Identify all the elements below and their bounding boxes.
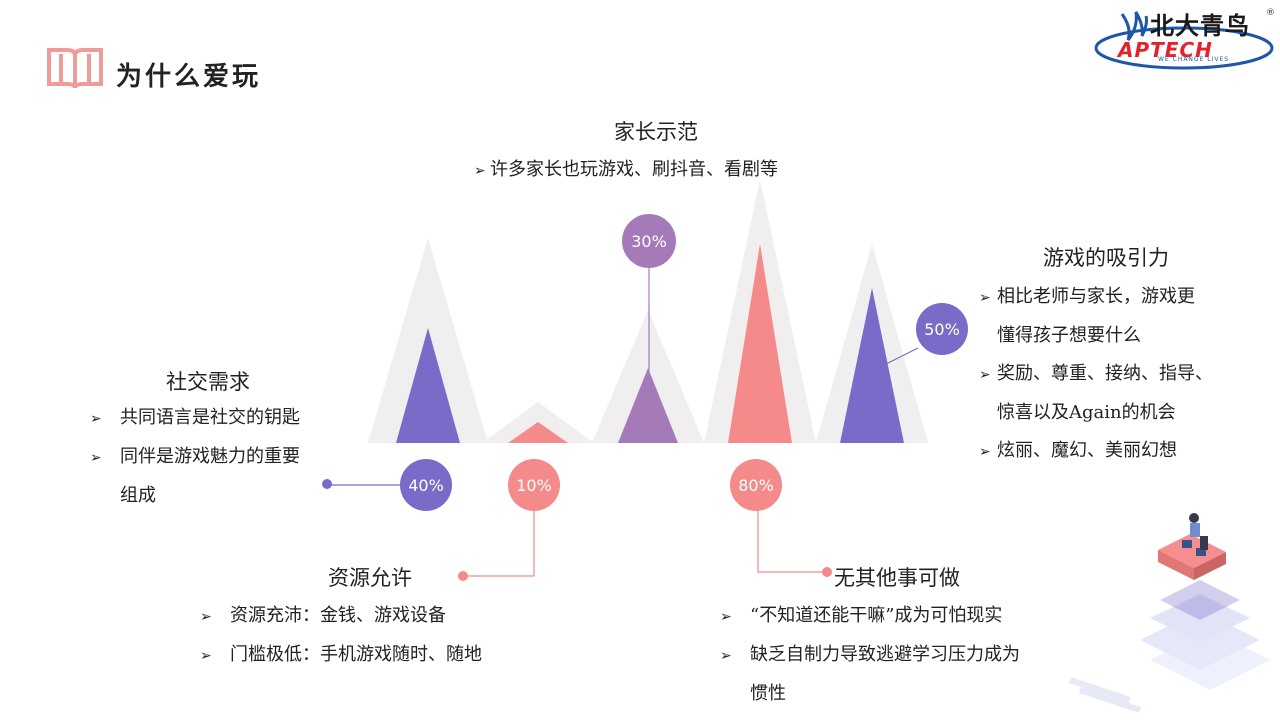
person-on-blocks-illustration — [1069, 513, 1270, 713]
list-item: ➢同伴是游戏魅力的重要 — [90, 438, 300, 477]
arrow-bullet-icon: ➢ — [979, 444, 991, 460]
percent-circle-nothing: 80% — [730, 459, 782, 511]
aptech-logo — [1094, 11, 1274, 70]
percent-circle-family: 30% — [622, 214, 676, 268]
list-item: 组成 — [120, 485, 156, 506]
nothing-list: ➢“不知道还能干嘛”成为可怕现实 ➢缺乏自制力导致逃避学习压力成为 惯性 — [720, 597, 1020, 713]
peak-social — [396, 328, 460, 443]
connector-social-dot — [322, 479, 332, 489]
list-item: ➢相比老师与家长，游戏更 — [979, 278, 1213, 317]
connector-resources — [464, 510, 535, 577]
percent-circle-social: 40% — [400, 459, 452, 511]
percent-circle-resources: 10% — [508, 459, 560, 511]
list-item: 惊喜以及Again的机会 — [997, 402, 1176, 423]
list-item: ➢资源充沛：金钱、游戏设备 — [200, 597, 482, 636]
connector-resources-dot — [458, 571, 468, 581]
arrow-bullet-icon: ➢ — [720, 609, 732, 625]
social-heading: 社交需求 — [166, 370, 250, 394]
arrow-bullet-icon: ➢ — [90, 450, 102, 466]
connector-attraction — [885, 347, 919, 365]
page-title: 为什么爱玩 — [116, 62, 262, 92]
peak-family — [618, 368, 678, 443]
arrow-bullet-icon: ➢ — [979, 290, 991, 306]
arrow-bullet-icon: ➢ — [200, 648, 212, 664]
arrow-bullet-icon: ➢ — [720, 648, 732, 664]
arrow-bullet-icon: ➢ — [90, 411, 102, 427]
arrow-bullet-icon: ➢ — [474, 163, 486, 179]
logo-tagline: WE CHANGE LIVES — [1158, 56, 1230, 63]
peak-attraction — [840, 288, 904, 443]
list-item: 惯性 — [750, 683, 786, 704]
book-icon — [47, 48, 103, 89]
connector-nothing-dot — [822, 567, 832, 577]
list-item: ➢缺乏自制力导致逃避学习压力成为 — [720, 636, 1020, 675]
peak-nothing — [728, 244, 792, 443]
peak-resources — [508, 422, 568, 443]
logo-cn-text: 北大青鸟 — [1150, 12, 1250, 40]
family-heading: 家长示范 — [614, 120, 698, 144]
attraction-list: ➢相比老师与家长，游戏更 懂得孩子想要什么 ➢奖励、尊重、接纳、指导、 惊喜以及… — [979, 278, 1213, 471]
list-item: ➢门槛极低：手机游戏随时、随地 — [200, 636, 482, 675]
nothing-heading: 无其他事可做 — [834, 566, 960, 590]
list-item: 懂得孩子想要什么 — [997, 325, 1141, 346]
arrow-bullet-icon: ➢ — [200, 609, 212, 625]
social-list: ➢共同语言是社交的钥匙 ➢同伴是游戏魅力的重要 组成 — [90, 399, 300, 515]
logo-en-text: APTECH — [1118, 38, 1213, 62]
attraction-heading: 游戏的吸引力 — [1043, 246, 1169, 270]
connector-nothing — [757, 510, 826, 573]
percent-circle-attraction: 50% — [916, 303, 968, 355]
arrow-bullet-icon: ➢ — [979, 367, 991, 383]
family-item: ➢许多家长也玩游戏、刷抖音、看剧等 — [474, 151, 778, 190]
resources-list: ➢资源充沛：金钱、游戏设备 ➢门槛极低：手机游戏随时、随地 — [200, 597, 482, 675]
logo-registered-mark: ® — [1266, 8, 1275, 18]
list-item: ➢共同语言是社交的钥匙 — [90, 399, 300, 438]
list-item: ➢“不知道还能干嘛”成为可怕现实 — [720, 597, 1020, 636]
resources-heading: 资源允许 — [328, 566, 412, 590]
list-item: ➢炫丽、魔幻、美丽幻想 — [979, 432, 1213, 471]
list-item: ➢奖励、尊重、接纳、指导、 — [979, 355, 1213, 394]
